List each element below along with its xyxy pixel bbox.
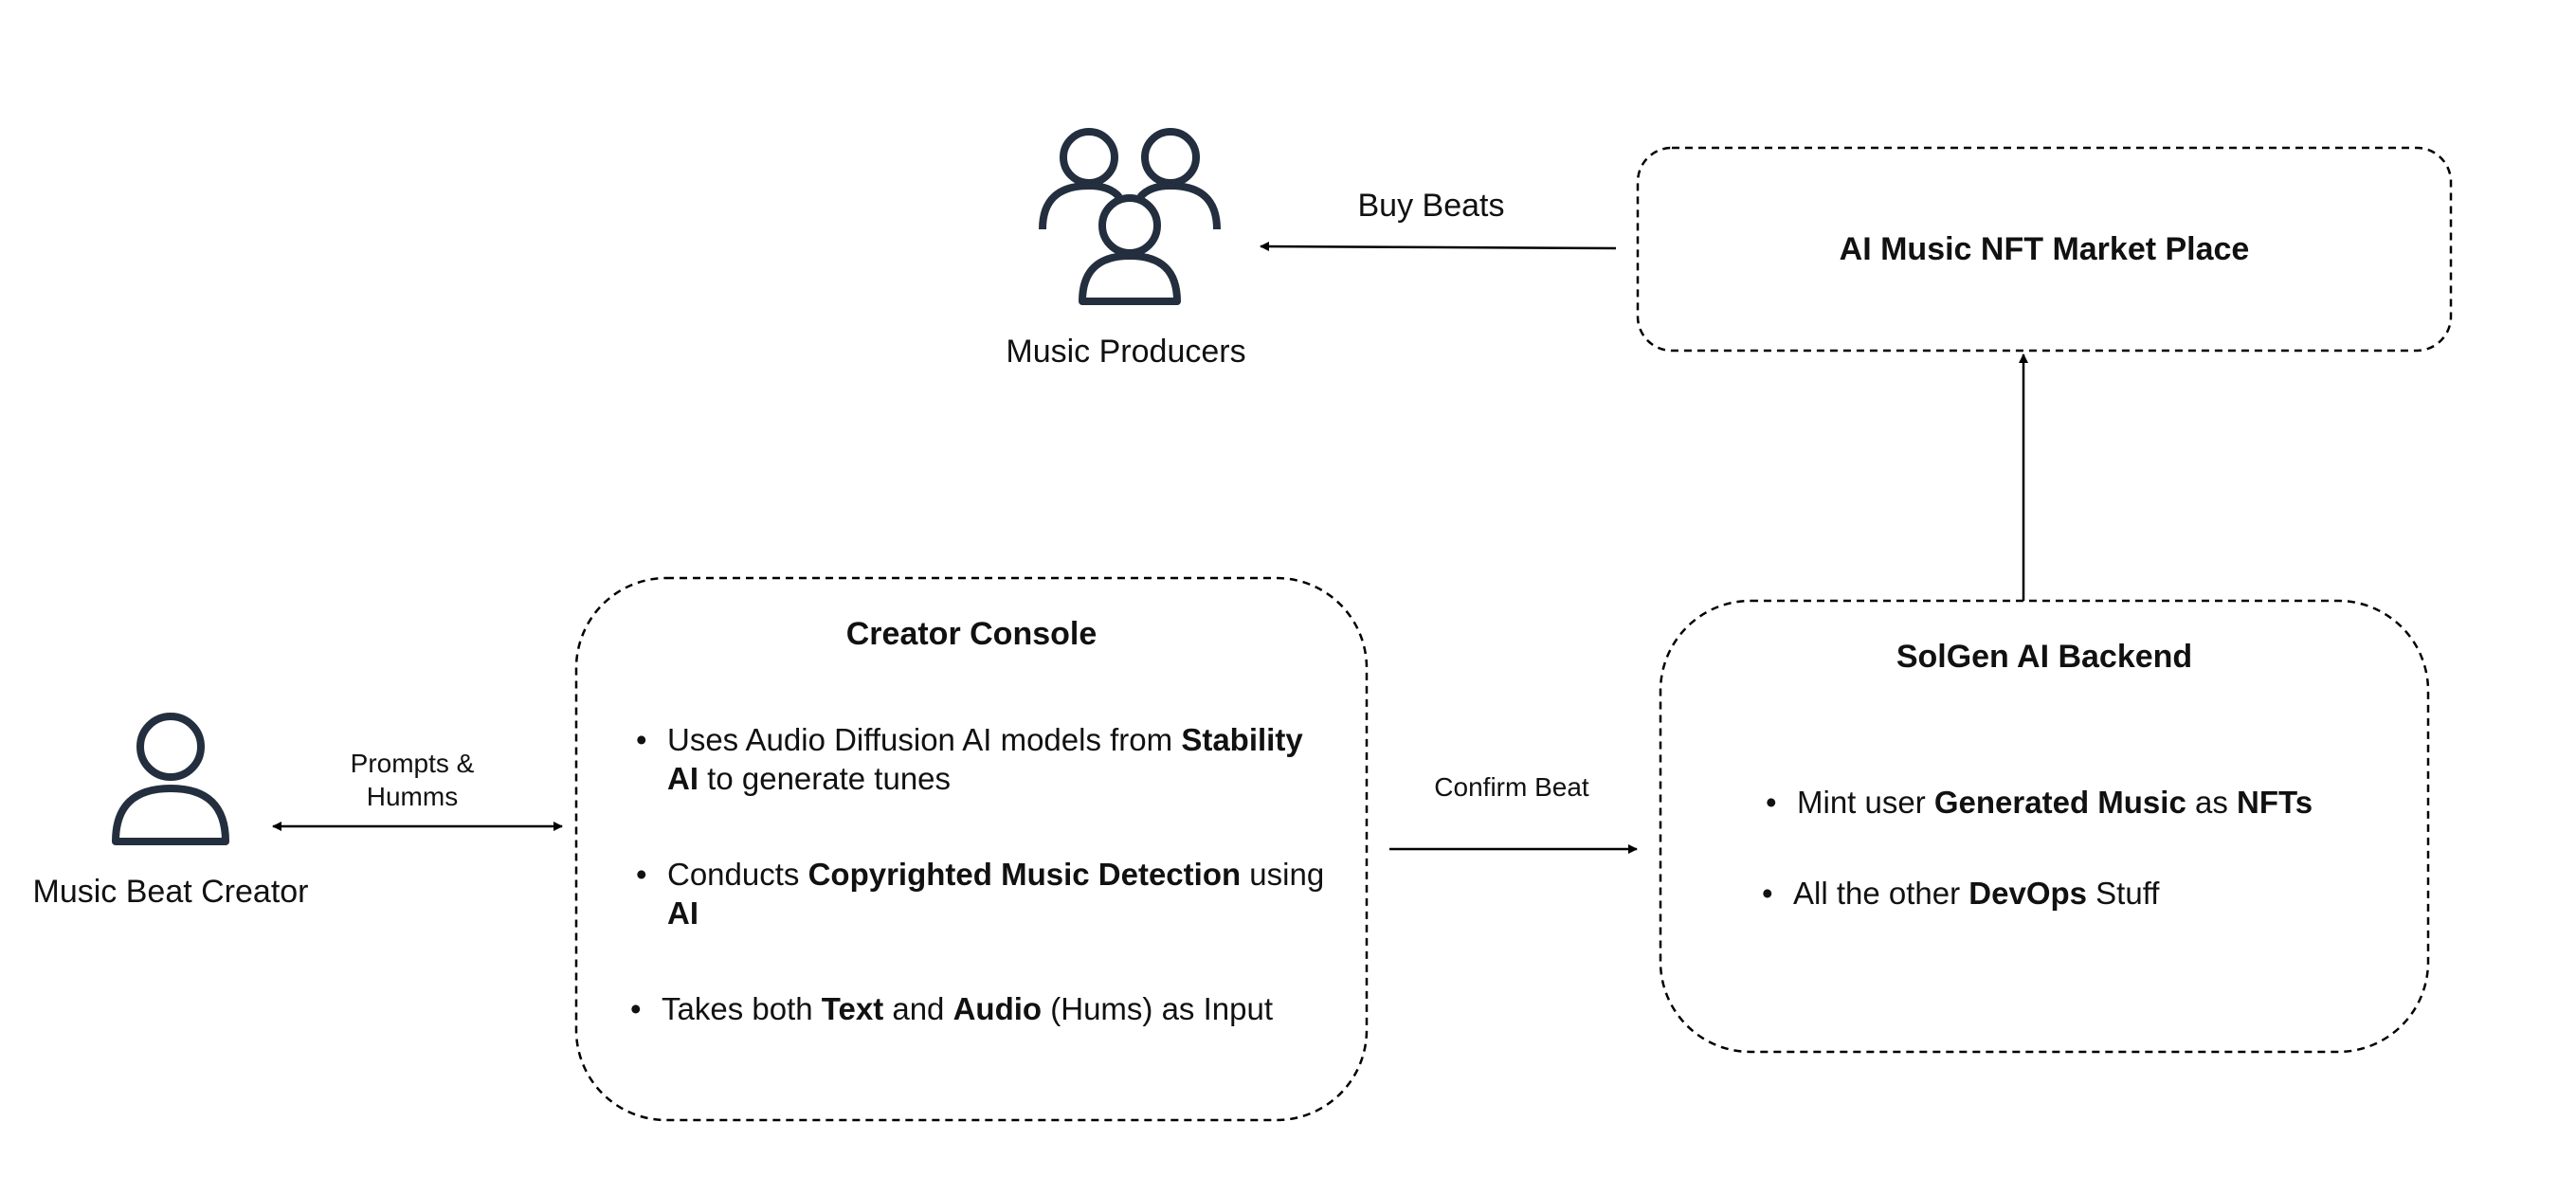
backend-box-outline: [1659, 599, 2430, 1054]
prompts-label-line1: Prompts &: [350, 749, 475, 778]
backend-bullet-1-bold-1: Generated Music: [1933, 785, 2186, 820]
music-beat-creator-label: Music Beat Creator: [32, 874, 309, 910]
console-bullet-3: •Takes both Text and Audio (Hums) as Inp…: [630, 991, 1273, 1026]
console-bullet-2-text: Conducts: [667, 857, 808, 892]
buy-beats-label: Buy Beats: [1357, 188, 1505, 224]
console-bullet-1-bold-2: AI: [667, 761, 698, 796]
backend-bullet-2-bold-1: DevOps: [1968, 876, 2087, 911]
console-bullet-3-text-3: (Hums) as Input: [1042, 991, 1273, 1026]
creator-console-title: Creator Console: [845, 616, 1098, 652]
users-group-icon: [1039, 121, 1221, 307]
marketplace-title: AI Music NFT Market Place: [1839, 231, 2250, 267]
console-bullet-3-bold-1: Text: [821, 991, 884, 1026]
backend-bullet-2-text-2: Stuff: [2087, 876, 2160, 911]
user-icon: [110, 713, 231, 847]
console-box-outline: [574, 576, 1369, 1122]
marketplace-box: AI Music NFT Market Place: [1638, 148, 2451, 351]
console-bullet-2-bold-1: Copyrighted Music Detection: [807, 857, 1242, 892]
creator-console-box: Creator Console •Uses Audio Diffusion AI…: [576, 578, 1367, 1120]
console-bullet-3-text-2: and: [883, 991, 953, 1026]
backend-bullet-1-bold-2: NFTs: [2237, 785, 2313, 820]
prompts-label-line2: Humms: [366, 782, 459, 811]
backend-title: SolGen AI Backend: [1896, 639, 2193, 675]
console-bullet-2-text-2: using: [1241, 857, 1325, 892]
console-bullet-3-bold-2: Audio: [952, 991, 1043, 1026]
buy-beats-arrow: [1260, 242, 1617, 252]
console-bullet-1: •Uses Audio Diffusion AI models from Sta…: [636, 722, 1303, 796]
console-bullet-1-text: Uses Audio Diffusion AI models from: [667, 722, 1182, 757]
backend-bullet-1-text: Mint user: [1797, 785, 1934, 820]
backend-bullet-2: •All the other DevOps Stuff: [1762, 876, 2160, 911]
console-bullet-1-text-2: to generate tunes: [698, 761, 952, 796]
console-bullet-2-bold-2: AI: [667, 896, 698, 931]
prompts-humms-label: Prompts & Humms: [313, 747, 512, 813]
backend-bullet-1: •Mint user Generated Music as NFTs: [1766, 785, 2313, 820]
confirm-beat-label: Confirm Beat: [1434, 772, 1589, 802]
console-bullet-2: •Conducts Copyrighted Music Detection us…: [636, 857, 1325, 931]
music-producers-label: Music Producers: [1006, 334, 1246, 370]
backend-bullet-1-text-2: as: [2186, 785, 2237, 820]
marketplace-box-outline: [1636, 146, 2453, 353]
console-bullet-1-bold-1: Stability: [1181, 722, 1303, 757]
backend-bullet-2-text: All the other: [1793, 876, 1969, 911]
backend-box: SolGen AI Backend •Mint user Generated M…: [1660, 601, 2428, 1052]
console-bullet-3-text: Takes both: [662, 991, 822, 1026]
